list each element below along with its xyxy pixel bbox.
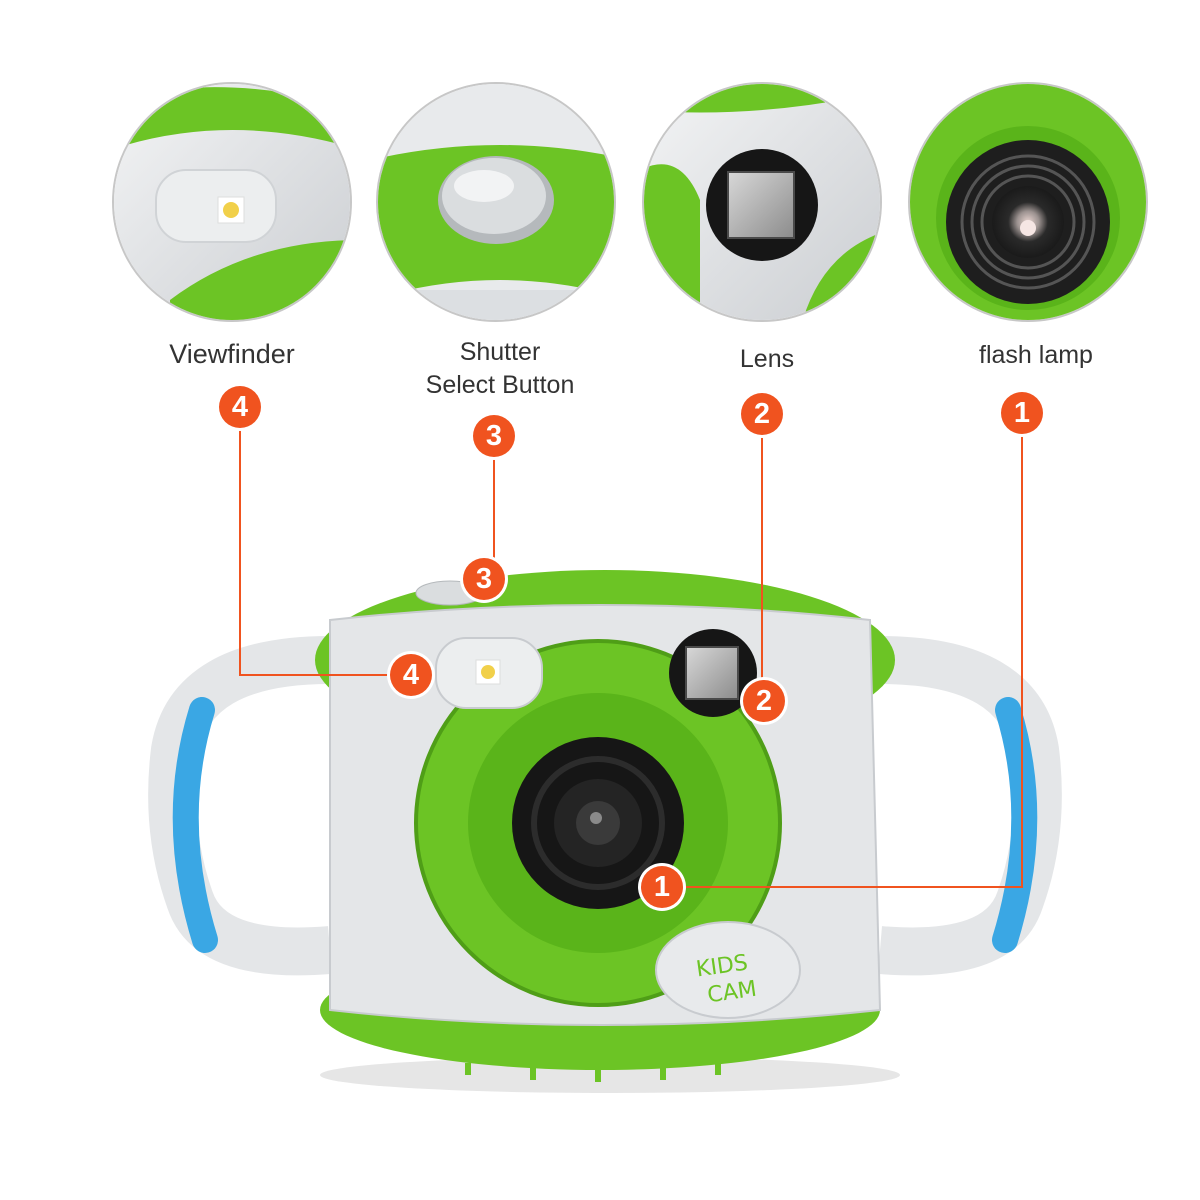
callout-line-1: [683, 432, 1023, 888]
callout-badge-2-camera: 2: [743, 680, 785, 722]
shutter-detail-circle: [376, 82, 616, 322]
label-lens: Lens: [739, 345, 795, 373]
callout-line-4: [239, 430, 390, 676]
callout-badge-1-camera: 1: [641, 866, 683, 908]
label-shutter-line2: Select Button: [425, 371, 575, 399]
callout-badge-3-top: 3: [473, 415, 515, 457]
callout-badge-3-camera: 3: [463, 558, 505, 600]
viewfinder-detail-circle: [112, 82, 352, 322]
flash-detail-circle: [908, 82, 1148, 322]
camera-illustration: [148, 570, 1062, 1093]
lens-detail-circle: [642, 82, 882, 322]
callout-badge-2-top: 2: [741, 393, 783, 435]
callout-badge-4-top: 4: [219, 386, 261, 428]
label-shutter-line1: Shutter: [459, 338, 541, 366]
callout-badge-1-top: 1: [1001, 392, 1043, 434]
callout-badge-4-camera: 4: [390, 654, 432, 696]
label-flash-lamp: flash lamp: [979, 341, 1093, 369]
label-viewfinder: Viewfinder: [169, 339, 295, 369]
label-shutter: Shutter Select Button: [396, 336, 604, 402]
callout-lines: [239, 430, 1023, 888]
